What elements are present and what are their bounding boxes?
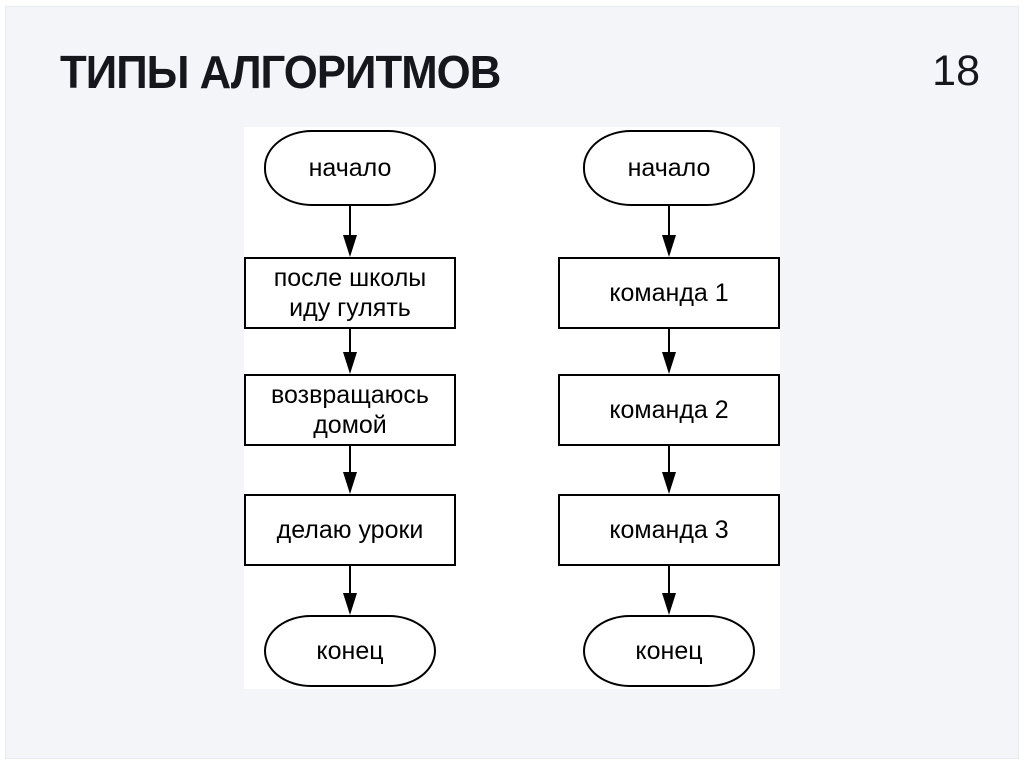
- down-arrow: [343, 566, 357, 615]
- process-step-label: после школы иду гулять: [273, 264, 427, 322]
- slide-title: ТИПЫ АЛГОРИТМОВ: [60, 46, 501, 98]
- arrowhead-icon: [343, 235, 357, 257]
- down-arrow: [343, 446, 357, 494]
- arrowhead-icon: [343, 593, 357, 615]
- arrow-line: [668, 206, 670, 239]
- process-step-label: команда 2: [609, 396, 729, 424]
- flowchart-everyday-example: начало после школы иду гулять возвращаюс…: [244, 127, 456, 689]
- terminator-start-label: начало: [627, 154, 711, 182]
- terminator-start-label: начало: [308, 154, 392, 182]
- terminator-end: конец: [264, 615, 436, 687]
- arrowhead-icon: [662, 352, 676, 374]
- arrowhead-icon: [662, 593, 676, 615]
- arrowhead-icon: [662, 472, 676, 494]
- terminator-end-label: конец: [635, 637, 703, 665]
- terminator-start: начало: [264, 130, 436, 206]
- flowchart-panel: начало после школы иду гулять возвращаюс…: [244, 127, 780, 689]
- down-arrow: [662, 566, 676, 615]
- terminator-end-label: конец: [316, 637, 384, 665]
- down-arrow: [343, 206, 357, 257]
- process-step-label: делаю уроки: [276, 516, 424, 544]
- down-arrow: [662, 329, 676, 374]
- arrow-line: [668, 446, 670, 476]
- process-step-label: команда 3: [609, 516, 729, 544]
- arrowhead-icon: [662, 235, 676, 257]
- process-step-1: команда 1: [558, 257, 780, 329]
- arrowhead-icon: [343, 352, 357, 374]
- slide: ТИПЫ АЛГОРИТМОВ 18 начало после школы ид…: [5, 6, 1019, 759]
- page-number: 18: [932, 47, 980, 95]
- arrow-line: [668, 329, 670, 356]
- process-step-2: возвращаюсь домой: [244, 374, 456, 446]
- process-step-2: команда 2: [558, 374, 780, 446]
- terminator-start: начало: [583, 130, 755, 206]
- arrow-line: [349, 206, 351, 239]
- flowchart-generic-commands: начало команда 1 команда 2 команда 3: [558, 127, 780, 689]
- down-arrow: [662, 206, 676, 257]
- down-arrow: [343, 329, 357, 374]
- arrow-line: [349, 566, 351, 597]
- process-step-1: после школы иду гулять: [244, 257, 456, 329]
- down-arrow: [662, 446, 676, 494]
- arrow-line: [349, 446, 351, 476]
- arrow-line: [668, 566, 670, 597]
- process-step-3: делаю уроки: [244, 494, 456, 566]
- arrowhead-icon: [343, 472, 357, 494]
- terminator-end: конец: [583, 615, 755, 687]
- process-step-3: команда 3: [558, 494, 780, 566]
- process-step-label: возвращаюсь домой: [271, 381, 429, 439]
- process-step-label: команда 1: [609, 279, 729, 307]
- arrow-line: [349, 329, 351, 356]
